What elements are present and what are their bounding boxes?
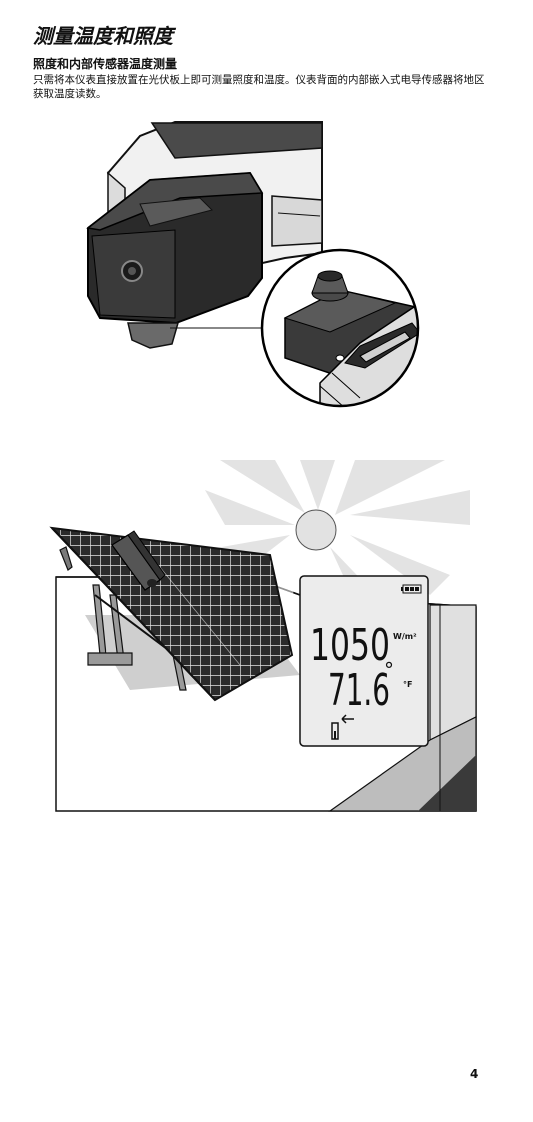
thermometer-icon [331,714,354,740]
solar-panel-illustration: 1050 W/m² 71.6 ° °F [49,460,477,812]
irradiance-unit: W/m² [393,632,417,641]
section-heading: 照度和内部传感器温度测量 [33,57,178,71]
battery-icon [401,584,422,594]
temperature-degree-symbol: ° [384,658,394,682]
solar-panel [49,526,294,702]
rear-sensor-inset [260,248,420,408]
page-number: 4 [470,1067,479,1081]
temperature-value: 71.6 [328,665,390,716]
sensor-head-illustration [86,171,264,349]
meter-lcd-display: 1050 W/m² 71.6 ° °F [299,575,429,747]
meter-on-panel [111,530,166,591]
meter-sensor-illustration [86,121,420,408]
sun [295,509,337,551]
section-body-text: 只需将本仪表直接放置在光伏板上即可测量照度和温度。仪表背面的内部嵌入式电导传感器… [33,74,485,100]
temperature-unit: °F [403,680,412,689]
page-title: 测量温度和照度 [33,24,173,48]
irradiance-value: 1050 [310,620,390,671]
